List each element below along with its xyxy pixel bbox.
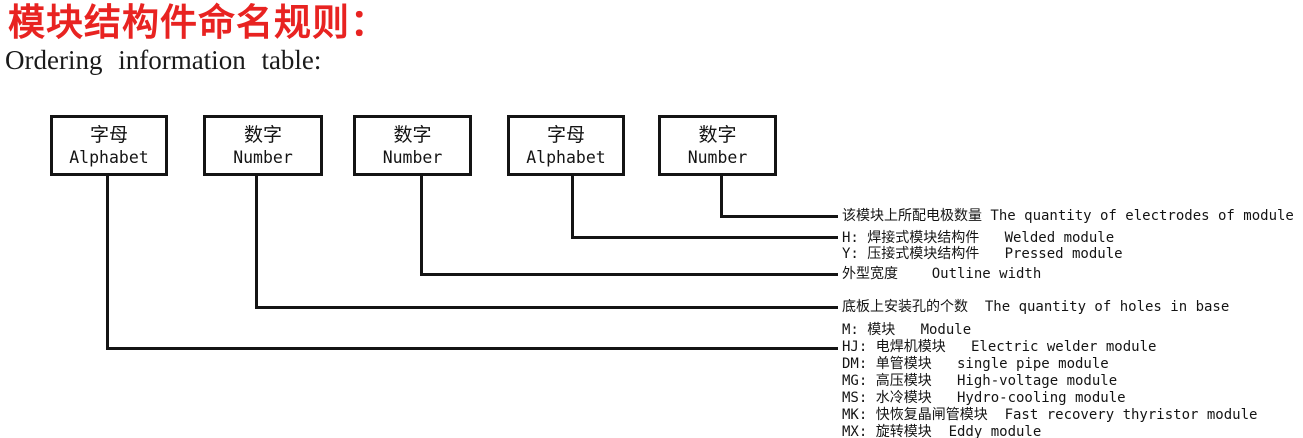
annotation-module-types: M: 模块 Module HJ: 电焊机模块 Electric welder m… bbox=[842, 322, 1257, 438]
connector-box1-horizontal bbox=[106, 347, 838, 350]
annotation-structure-type: H: 焊接式模块结构件 Welded module Y: 压接式模块结构件 Pr… bbox=[842, 230, 1123, 262]
annotation-row: H: 焊接式模块结构件 Welded module bbox=[842, 230, 1115, 246]
annotation-row: 该模块上所配电极数量 The quantity of electrodes of… bbox=[842, 208, 1294, 224]
annotation-base-holes: 底板上安装孔的个数 The quantity of holes in base bbox=[842, 299, 1229, 316]
connector-box4-vertical bbox=[571, 176, 574, 239]
page-title: 模块结构件命名规则： bbox=[8, 1, 388, 44]
annotation-row: MK: 快恢复晶闸管模块 Fast recovery thyristor mod… bbox=[842, 407, 1258, 423]
annotation-electrodes: 该模块上所配电极数量 The quantity of electrodes of… bbox=[842, 208, 1294, 225]
annotation-row: DM: 单管模块 single pipe module bbox=[842, 356, 1109, 372]
code-box-5-number: 数字 Number bbox=[658, 115, 777, 176]
connector-box5-horizontal bbox=[720, 215, 838, 218]
connector-box4-horizontal bbox=[571, 236, 838, 239]
annotation-row: MG: 高压模块 High-voltage module bbox=[842, 373, 1118, 389]
code-box-1-alphabet: 字母 Alphabet bbox=[50, 115, 168, 176]
annotation-row: MX: 旋转模块 Eddy module bbox=[842, 424, 1042, 438]
code-box-3-number: 数字 Number bbox=[353, 115, 472, 176]
box-label-en: Number bbox=[382, 147, 443, 167]
annotation-row: 底板上安装孔的个数 The quantity of holes in base bbox=[842, 299, 1230, 315]
box-label-cn: 数字 bbox=[698, 123, 737, 146]
box-label-en: Alphabet bbox=[69, 147, 149, 167]
connector-box3-vertical bbox=[420, 176, 423, 276]
box-label-cn: 数字 bbox=[243, 123, 282, 146]
connector-box2-horizontal bbox=[255, 306, 838, 309]
annotation-row: Y: 压接式模块结构件 Pressed module bbox=[842, 246, 1123, 262]
box-label-cn: 数字 bbox=[393, 123, 432, 146]
annotation-row: HJ: 电焊机模块 Electric welder module bbox=[842, 339, 1157, 355]
annotation-row: M: 模块 Module bbox=[842, 322, 972, 338]
page-subtitle: Ordering information table: bbox=[5, 45, 322, 75]
box-label-en: Number bbox=[233, 147, 293, 167]
box-label-cn: 字母 bbox=[89, 123, 128, 146]
box-label-cn: 字母 bbox=[546, 123, 585, 146]
annotation-outline-width: 外型宽度 Outline width bbox=[842, 266, 1041, 283]
box-label-en: Alphabet bbox=[526, 147, 606, 167]
annotation-row: MS: 水冷模块 Hydro-cooling module bbox=[842, 390, 1126, 406]
box-label-en: Number bbox=[687, 147, 748, 167]
connector-box1-vertical bbox=[106, 176, 109, 350]
annotation-row: 外型宽度 Outline width bbox=[842, 266, 1042, 282]
connector-box2-vertical bbox=[255, 176, 258, 309]
code-box-4-alphabet: 字母 Alphabet bbox=[507, 115, 625, 176]
connector-box5-vertical bbox=[720, 176, 723, 218]
code-box-2-number: 数字 Number bbox=[203, 115, 323, 176]
connector-box3-horizontal bbox=[420, 273, 838, 276]
